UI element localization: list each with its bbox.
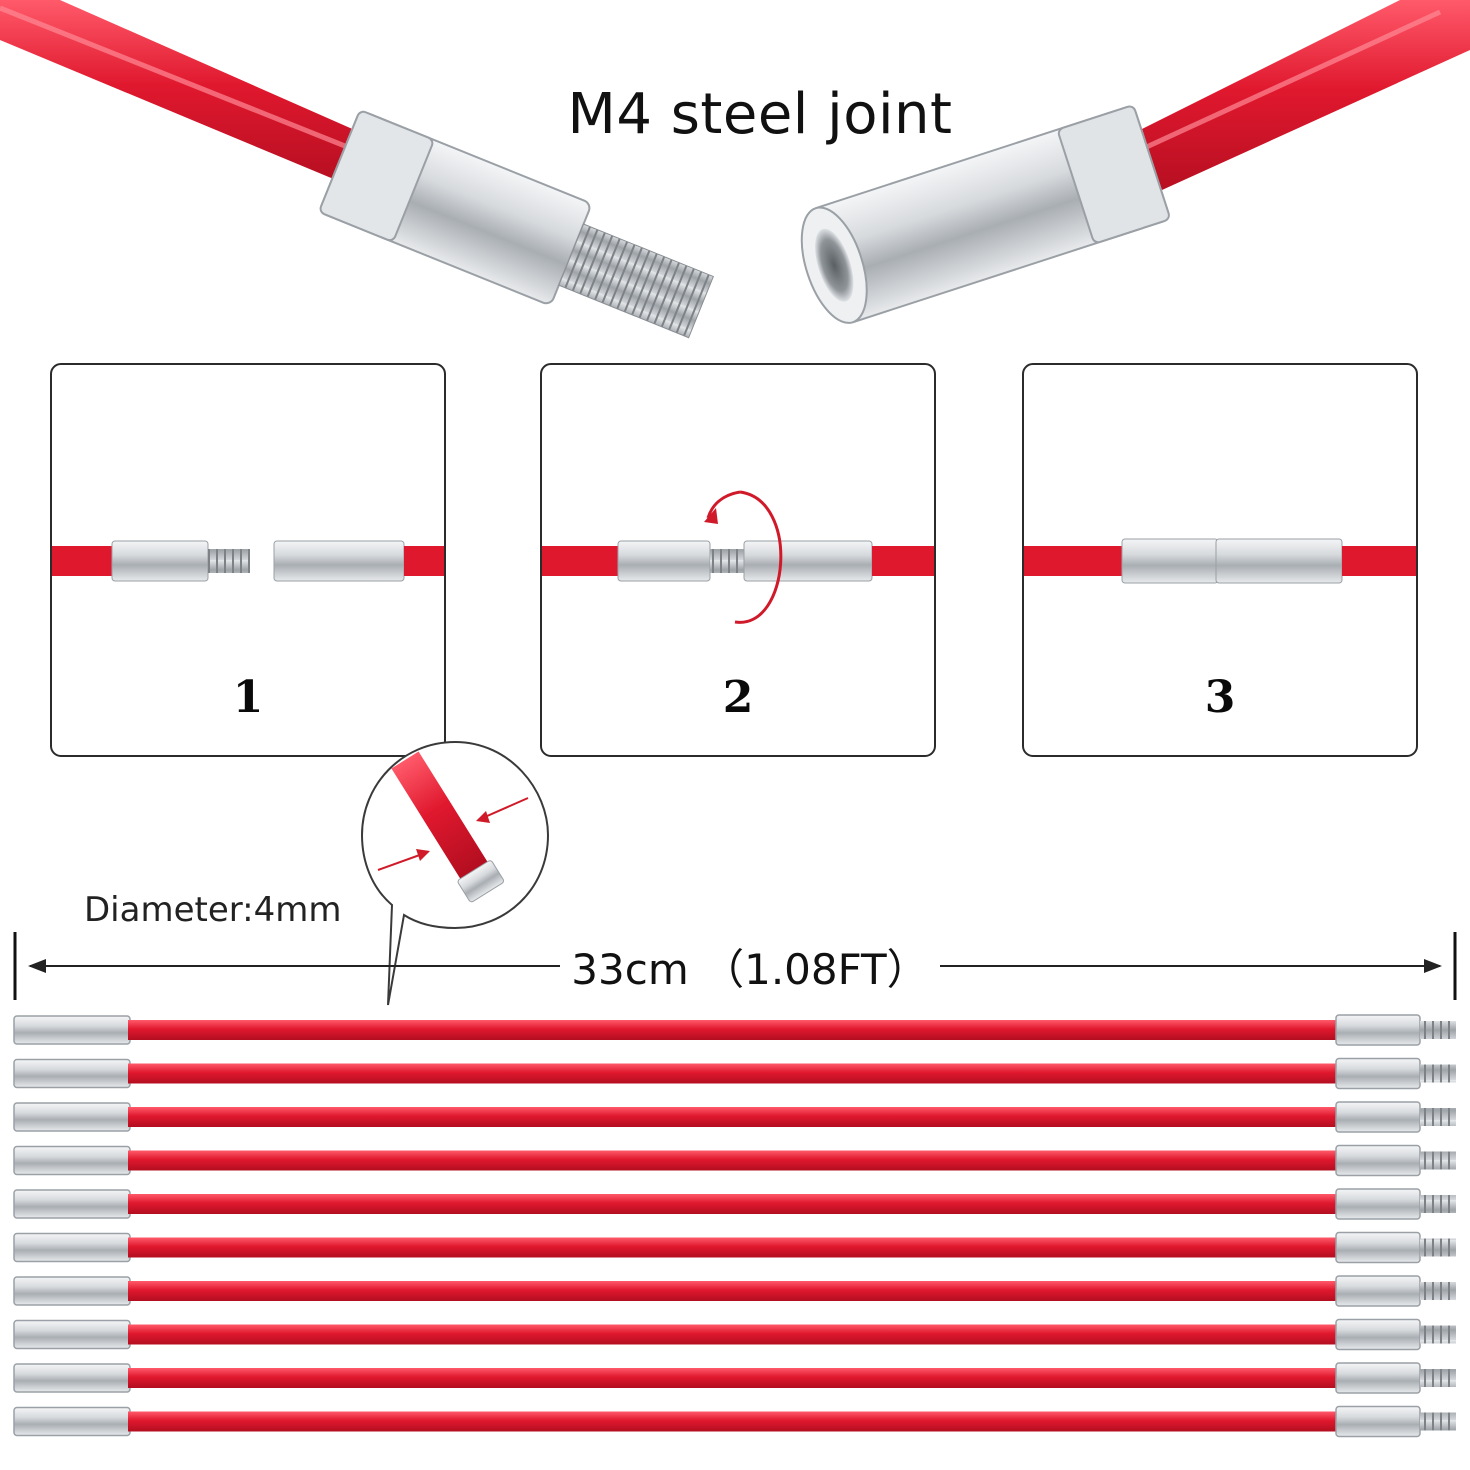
closeup-male-connector	[319, 110, 715, 339]
rod	[13, 1144, 1456, 1177]
joint-closeup	[0, 0, 1470, 339]
rod	[13, 1057, 1456, 1090]
step-panels	[50, 363, 1418, 757]
length-label: 33cm （1.08FT）	[560, 936, 940, 997]
step-number-1: 1	[232, 672, 264, 723]
rotate-arrow-icon	[704, 490, 783, 624]
diameter-callout	[360, 740, 550, 1006]
step-number-2: 2	[722, 672, 754, 723]
closeup-female-connector	[800, 105, 1170, 324]
step-panel-1	[50, 363, 446, 757]
rod	[13, 1101, 1456, 1133]
rod	[13, 1014, 1456, 1046]
diameter-arrow-icon	[377, 797, 529, 871]
step-panel-2	[540, 363, 936, 757]
rod	[13, 1188, 1456, 1220]
rod	[13, 1362, 1456, 1394]
page-title: M4 steel joint	[567, 82, 953, 147]
rod	[13, 1405, 1456, 1438]
rod	[13, 1275, 1456, 1307]
step-panel-3	[1022, 363, 1418, 757]
rod	[13, 1318, 1456, 1351]
closeup-rod-right	[1120, 0, 1470, 200]
diameter-label: Diameter:4mm	[84, 890, 342, 930]
rod-bundle	[13, 1014, 1456, 1438]
closeup-rod-left	[0, 0, 400, 190]
rod	[13, 1231, 1456, 1264]
step-number-3: 3	[1204, 672, 1236, 723]
